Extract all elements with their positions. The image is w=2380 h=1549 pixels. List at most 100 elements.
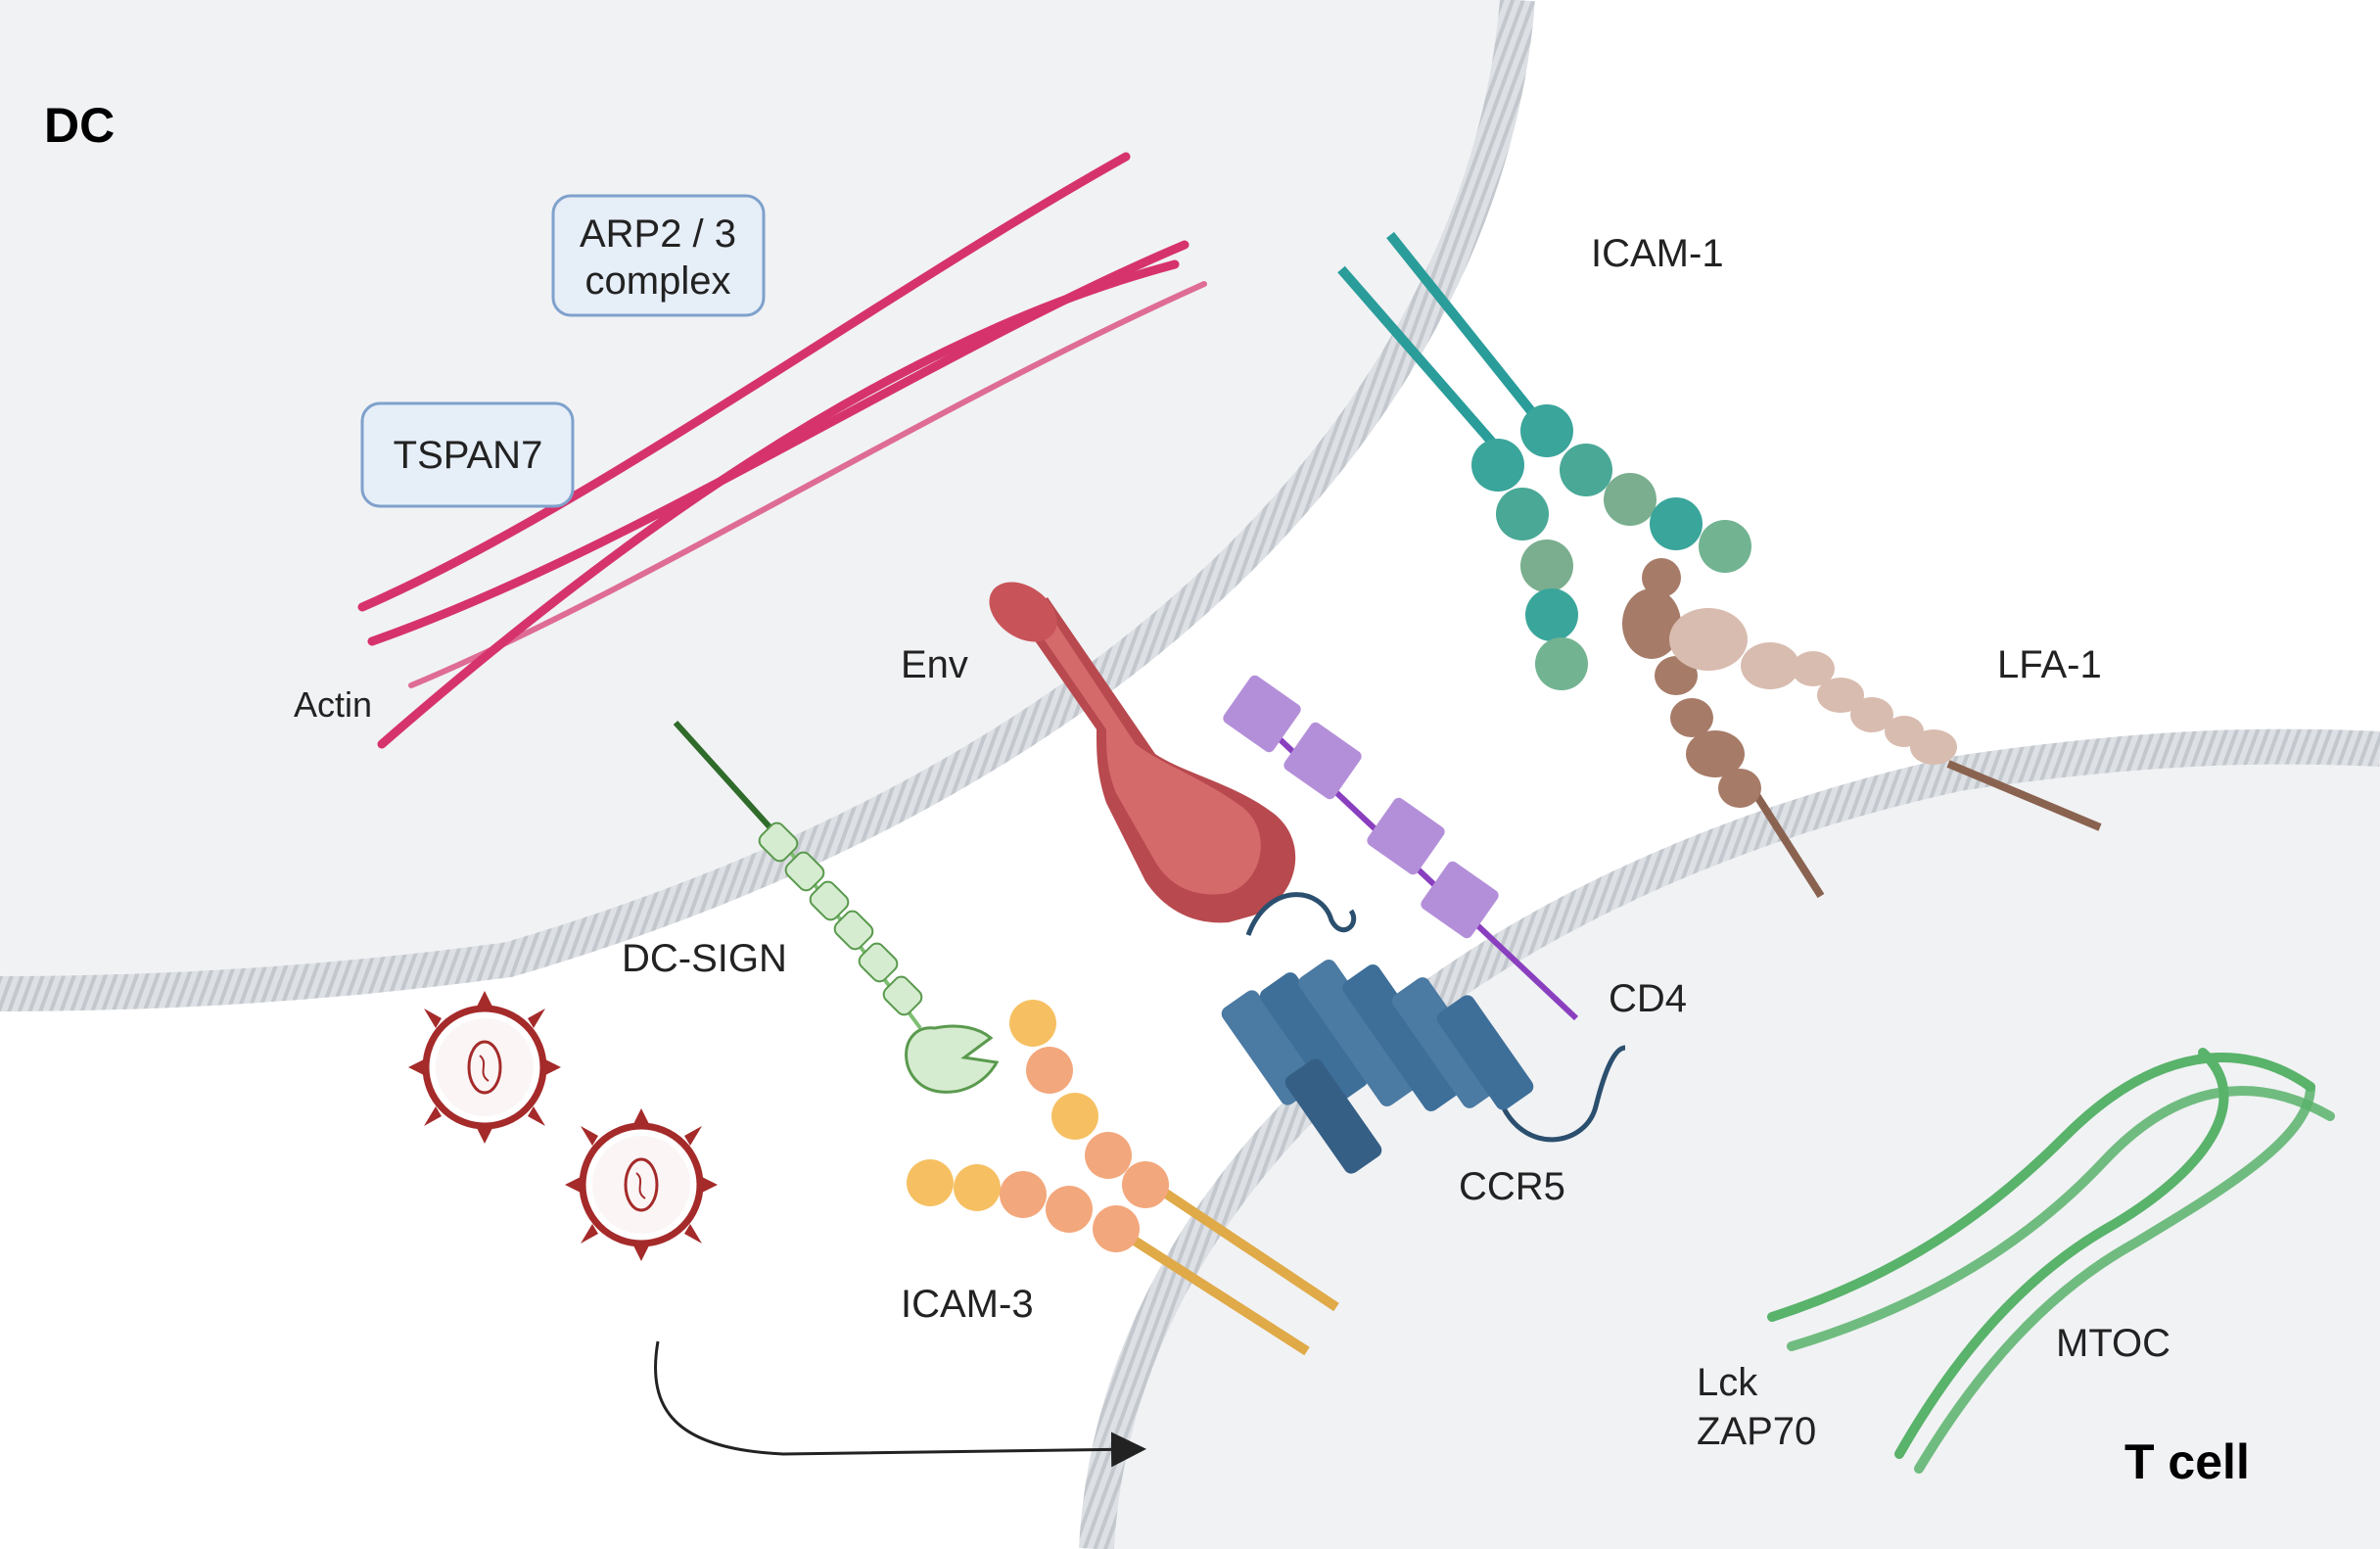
virion-inner <box>436 1018 534 1116</box>
lck-label: Lck <box>1697 1361 1758 1404</box>
lfa1-domain <box>1718 769 1761 808</box>
cd4-domain <box>1367 797 1445 875</box>
microtubule-1 <box>1767 1053 2315 1322</box>
cd4-domain <box>1223 675 1301 753</box>
icam3-label: ICAM-3 <box>901 1283 1034 1326</box>
dc-membrane <box>0 0 1535 1011</box>
virion-spikes <box>565 1108 718 1261</box>
tcell-membrane <box>1079 728 2380 1549</box>
icam3-domain <box>954 1164 1001 1211</box>
env-head <box>989 582 1057 642</box>
lfa1-domain <box>1910 729 1957 765</box>
transfer-arrow <box>654 1340 1146 1468</box>
dc-label: DC <box>44 98 115 153</box>
cd4-label: CD4 <box>1609 977 1687 1020</box>
ccr5-helix <box>1436 995 1534 1110</box>
lfa1-label: LFA-1 <box>1997 643 2102 686</box>
actin-label: Actin <box>294 684 372 725</box>
icam3-domain <box>1051 1093 1098 1140</box>
dc-sign-stalk <box>673 720 786 845</box>
arp23-label-line1: ARP2 / 3 <box>580 212 736 256</box>
actin-filament-1 <box>357 152 1131 612</box>
env-glycoprotein <box>989 582 1296 923</box>
virion-rna <box>635 1172 646 1199</box>
icam3-domain <box>1122 1161 1169 1208</box>
tcell-label: T cell <box>2124 1434 2250 1489</box>
icam3-stalk-2 <box>1113 1224 1310 1356</box>
dc-sign-label: DC-SIGN <box>622 937 787 980</box>
icam1-domain <box>1496 488 1549 540</box>
tspan7-label-box: TSPAN7 <box>360 401 575 508</box>
lfa1-stalk-2 <box>1946 760 2102 831</box>
lfa1-domain <box>1655 656 1698 695</box>
icam1-domain <box>1560 444 1612 496</box>
hiv-virion-2 <box>565 1108 718 1261</box>
icam3-domain <box>1026 1047 1073 1094</box>
icam1-domain <box>1525 588 1578 641</box>
icam3-domain <box>1000 1171 1047 1218</box>
virion-spikes <box>408 991 561 1144</box>
arp23-box <box>551 194 766 317</box>
dc-sign-repeat <box>758 821 799 863</box>
dc-sign-repeat <box>784 851 825 892</box>
env-label: Env <box>901 643 968 686</box>
microtubules <box>1767 1048 2335 1474</box>
icam3-receptor <box>907 1000 1339 1356</box>
env-body-highlight <box>1023 599 1261 895</box>
tcell-cytoplasm <box>1097 746 2380 1549</box>
icam3-domain <box>1009 1000 1056 1047</box>
lfa1-domain <box>1642 558 1681 597</box>
icam1-domain <box>1650 497 1703 550</box>
arp23-label-box: ARP2 / 3 complex <box>551 194 766 317</box>
ccr5-helix <box>1391 977 1501 1108</box>
icam1-receptor <box>1337 231 1751 690</box>
lfa1-domain <box>1670 698 1713 737</box>
dc-sign-repeat <box>858 942 899 983</box>
cd4-domain <box>1421 861 1499 939</box>
dc-sign-receptor <box>673 720 1000 1094</box>
ccr5-receptor <box>1221 892 1626 1174</box>
icam1-domain <box>1520 404 1573 457</box>
virion-capsid <box>624 1157 659 1212</box>
icam3-domain <box>1085 1132 1132 1179</box>
cd4-receptor <box>1223 675 1579 1021</box>
icam1-domain <box>1604 473 1657 526</box>
icam1-domain <box>1471 439 1524 492</box>
hiv-virion-1 <box>408 991 561 1144</box>
microtubule-3 <box>1894 1048 2229 1459</box>
ccr5-helix <box>1298 959 1418 1107</box>
lfa1-domain <box>1741 642 1799 689</box>
icam1-domain <box>1535 637 1588 690</box>
icam1-domain <box>1699 520 1751 573</box>
icam1-label: ICAM-1 <box>1591 232 1724 275</box>
zap70-label: ZAP70 <box>1697 1410 1816 1453</box>
icam1-stalk-1 <box>1337 265 1512 464</box>
icam1-stalk-2 <box>1386 231 1551 435</box>
actin-filaments <box>357 152 1207 749</box>
ccr5-label: CCR5 <box>1459 1165 1565 1208</box>
virion-inner <box>592 1136 690 1234</box>
icam3-domain <box>1046 1186 1093 1233</box>
lfa1-domain <box>1686 730 1745 777</box>
actin-filament-3 <box>377 259 1180 749</box>
dc-sign-repeat <box>882 975 923 1016</box>
ccr5-helix <box>1342 963 1462 1112</box>
virion-rna <box>479 1055 490 1082</box>
actin-filament-4 <box>408 281 1207 688</box>
mtoc-label: MTOC <box>2056 1322 2170 1365</box>
icam3-domain <box>907 1159 954 1206</box>
icam3-stalk-1 <box>1143 1175 1339 1312</box>
lfa1-domain <box>1669 608 1748 671</box>
arp23-label-line2: complex <box>585 259 731 303</box>
virion-capsid <box>467 1040 502 1095</box>
lfa1-domain <box>1850 697 1893 732</box>
lfa1-receptor <box>1622 558 2102 899</box>
tspan7-box <box>360 401 575 508</box>
microtubule-4 <box>1914 1082 2315 1474</box>
icam3-domain <box>1093 1205 1140 1252</box>
ccr5-helix <box>1259 972 1369 1103</box>
ccr5-c-terminus <box>1500 1045 1626 1143</box>
cd4-domain <box>1283 722 1362 800</box>
microtubule-2 <box>1787 1086 2335 1351</box>
lfa1-domain <box>1817 678 1864 713</box>
